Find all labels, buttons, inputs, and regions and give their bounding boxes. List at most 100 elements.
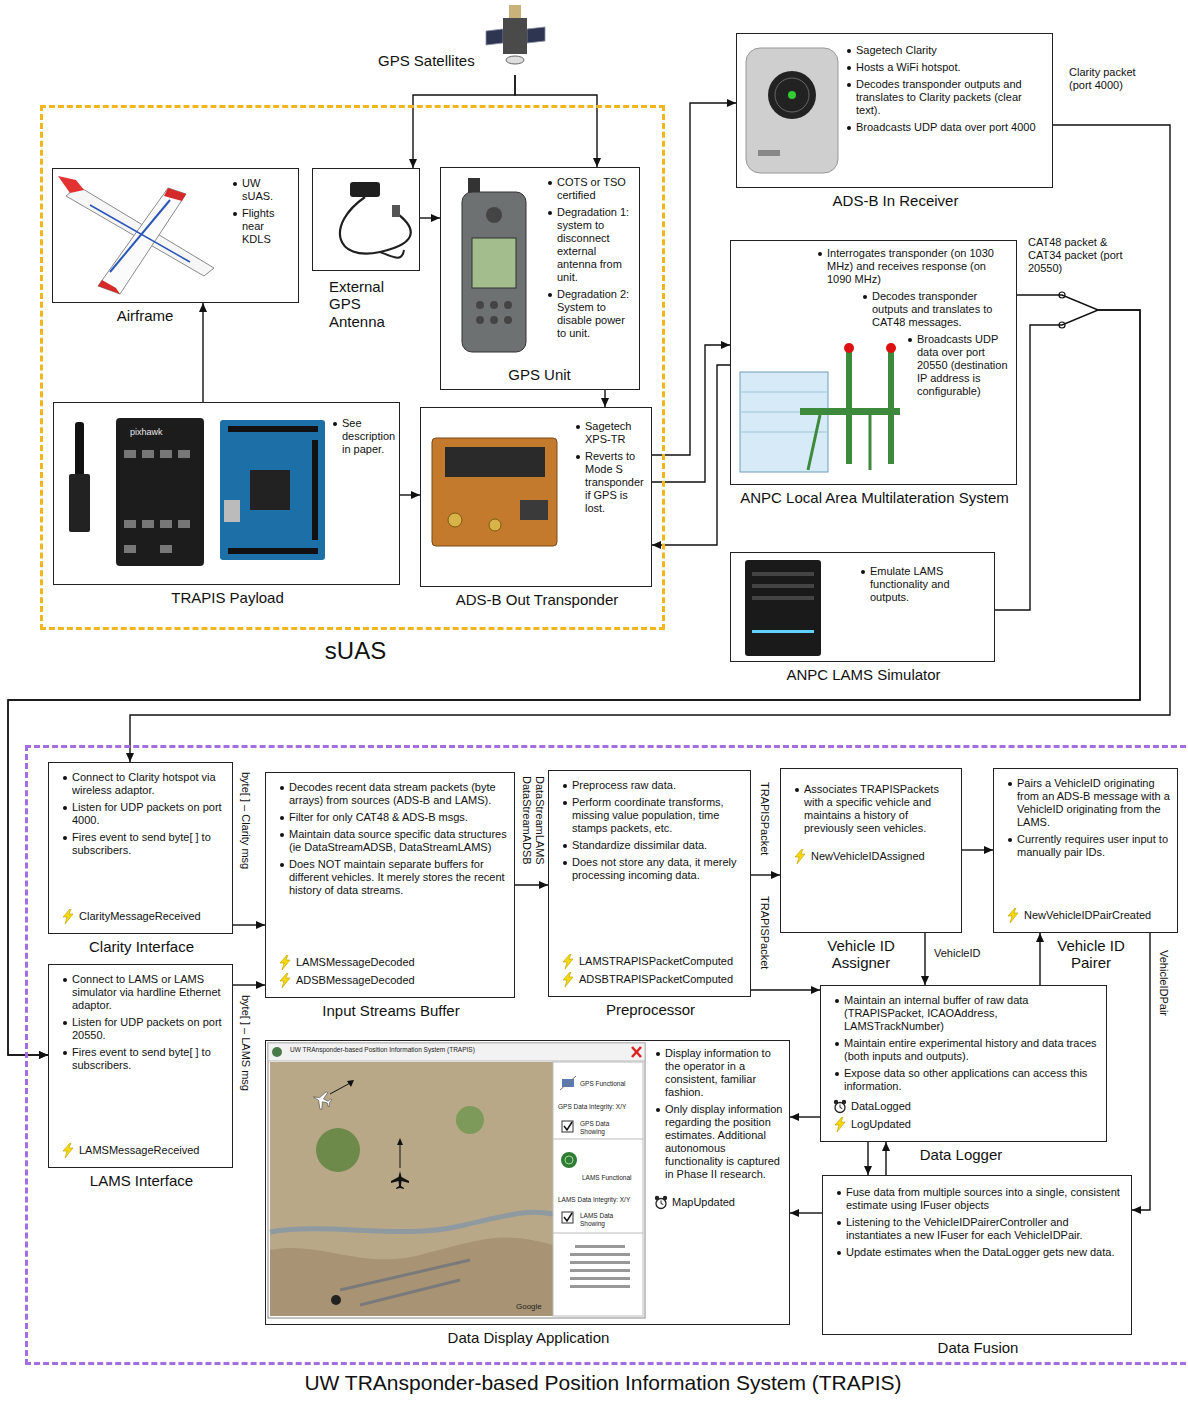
- event-name: DataLogged: [851, 1100, 911, 1113]
- event-name: ADSBTRAPISPacketComputed: [579, 973, 733, 986]
- lightning-shape: [63, 1143, 73, 1158]
- lightning-icon: [278, 973, 292, 988]
- bullet-text: Hosts a WiFi hotspot.: [856, 61, 1044, 74]
- bullet-dot: [63, 836, 67, 840]
- connector: [1132, 933, 1150, 1214]
- bullet-text: Does not store any data, it merely proce…: [572, 856, 744, 882]
- bullet-item: Broadcasts UDP data over port 20550 (des…: [906, 333, 1008, 398]
- event-item: MapUpdated: [654, 1195, 783, 1210]
- bullet-text: Display information to the operator in a…: [665, 1047, 783, 1099]
- lightning-shape: [63, 909, 73, 924]
- bullet-text: Pairs a VehicleID originating from an AD…: [1017, 777, 1171, 829]
- system-band: sUASUW sUAS.Flights near KDLSAirframeExt…: [40, 105, 665, 630]
- box-heading: ADS-B In Receiver: [737, 192, 1054, 209]
- connector-line: [515, 75, 597, 167]
- connector: [601, 390, 609, 407]
- bullet-dot: [563, 801, 567, 805]
- bullet-dot: [835, 1072, 839, 1076]
- event-name: NewVehicleIDPairCreated: [1024, 909, 1151, 922]
- bullet-dot: [233, 182, 237, 186]
- label-text: Google: [516, 1302, 556, 1312]
- lightning-shape: [795, 849, 805, 864]
- box-heading: ANPC Local Area Multilateration System: [710, 489, 1040, 506]
- box-heading: Clarity Interface: [49, 938, 234, 955]
- lams-picture: [740, 343, 900, 472]
- bullet-item: Broadcasts UDP data over port 4000: [845, 121, 1044, 134]
- connector-line: [202, 303, 203, 402]
- bullet-text: Emulate LAMS functionality and outputs.: [870, 565, 986, 604]
- bullet-text: Sagetech XPS-TR: [585, 420, 647, 446]
- box-heading: sUAS: [43, 637, 668, 665]
- lightning-shape: [835, 1117, 845, 1132]
- event-item: ClarityMessageReceived: [61, 909, 226, 924]
- event-name: LAMSMessageDecoded: [296, 956, 415, 969]
- bullet-item: Perform coordinate transforms, missing v…: [561, 796, 744, 835]
- lightning-icon: [793, 849, 807, 864]
- bullet-item: Does NOT maintain separate buffers for d…: [278, 858, 508, 897]
- bullet-dot: [548, 293, 552, 297]
- arrowhead: [431, 214, 440, 222]
- connector: [420, 214, 440, 222]
- event-name: ClarityMessageReceived: [79, 910, 201, 923]
- event-item: LAMSMessageDecoded: [278, 955, 508, 970]
- bullet-text: Sagetech Clarity: [856, 44, 1044, 57]
- bullet-dot: [837, 1251, 841, 1255]
- connector: [751, 986, 820, 994]
- gps-antenna-picture: [340, 182, 411, 258]
- connector: [864, 1142, 872, 1175]
- box-heading: External GPS Antenna: [329, 278, 399, 330]
- event-name: LAMSTRAPISPacketComputed: [579, 955, 733, 968]
- bullet-dot: [563, 844, 567, 848]
- bullet-text: See description in paper.: [342, 417, 395, 456]
- label-text: GPS Data Integrity: X/Y: [558, 1103, 643, 1111]
- bullet-dot: [656, 1052, 660, 1056]
- bullet-text: Listen for UDP packets on port 4000.: [72, 801, 226, 827]
- bullet-text: Degradation 1: system to disconnect exte…: [557, 206, 635, 284]
- clock-face: [835, 1103, 845, 1113]
- box-heading: GPS Satellites: [378, 52, 475, 69]
- bullet-text: Currently requires user input to manuall…: [1017, 833, 1171, 859]
- arrowhead: [199, 303, 207, 312]
- bullet-item: Currently requires user input to manuall…: [1006, 833, 1171, 859]
- bullet-item: Maintain entire experimental history and…: [833, 1037, 1100, 1063]
- event-item: LogUpdated: [833, 1117, 1100, 1132]
- box-heading: Input Streams Buffer: [266, 1002, 516, 1019]
- connector: [921, 933, 929, 985]
- bullet-dot: [837, 1191, 841, 1195]
- bullet-item: Reverts to Mode S transponder if GPS is …: [574, 450, 647, 515]
- bullet-dot: [818, 252, 822, 256]
- event-name: LogUpdated: [851, 1118, 911, 1131]
- bullet-dot: [280, 833, 284, 837]
- software-box: Decodes recent data stream packets (byte…: [265, 772, 515, 998]
- arrowhead: [921, 976, 929, 985]
- edge-label: Clarity packet (port 4000): [1068, 66, 1150, 92]
- label-text: LAMS Data Integrity: X/Y: [558, 1196, 643, 1204]
- arrowhead: [652, 541, 661, 549]
- bullet-dot: [863, 295, 867, 299]
- lightning-icon: [61, 1143, 75, 1158]
- arrowhead: [790, 1113, 799, 1121]
- component-box: External GPS Antenna: [312, 168, 420, 271]
- bullet-text: Standardize dissimilar data.: [572, 839, 744, 852]
- arrowhead: [864, 1166, 872, 1175]
- bullet-dot: [280, 863, 284, 867]
- bullet-text: Expose data so other applications can ac…: [844, 1067, 1100, 1093]
- bullet-item: Fires event to send byte[ ] to subscribe…: [61, 831, 226, 857]
- box-heading: Preprocessor: [549, 1001, 752, 1018]
- bullet-text: Reverts to Mode S transponder if GPS is …: [585, 450, 647, 515]
- box-heading: GPS Unit: [443, 366, 636, 383]
- edge-label: TRAPISPacket: [757, 896, 772, 982]
- connector: [409, 75, 515, 168]
- bullet-text: Maintain entire experimental history and…: [844, 1037, 1100, 1063]
- connector-line: [8, 295, 1140, 1055]
- label-text: GPS Functional: [580, 1080, 642, 1088]
- arrowhead: [721, 341, 730, 349]
- connector: [515, 75, 601, 167]
- bullet-dot: [847, 66, 851, 70]
- edge-label: byte[ ] – LAMS msg: [238, 995, 253, 1125]
- bullet-item: Only display information regarding the p…: [654, 1103, 783, 1181]
- bullet-text: Associates TRAPISPackets with a specific…: [804, 783, 955, 835]
- bullet-item: Maintain data source specific data struc…: [278, 828, 508, 854]
- box-heading: Vehicle ID Pairer: [1041, 937, 1141, 972]
- lightning-icon: [61, 909, 75, 924]
